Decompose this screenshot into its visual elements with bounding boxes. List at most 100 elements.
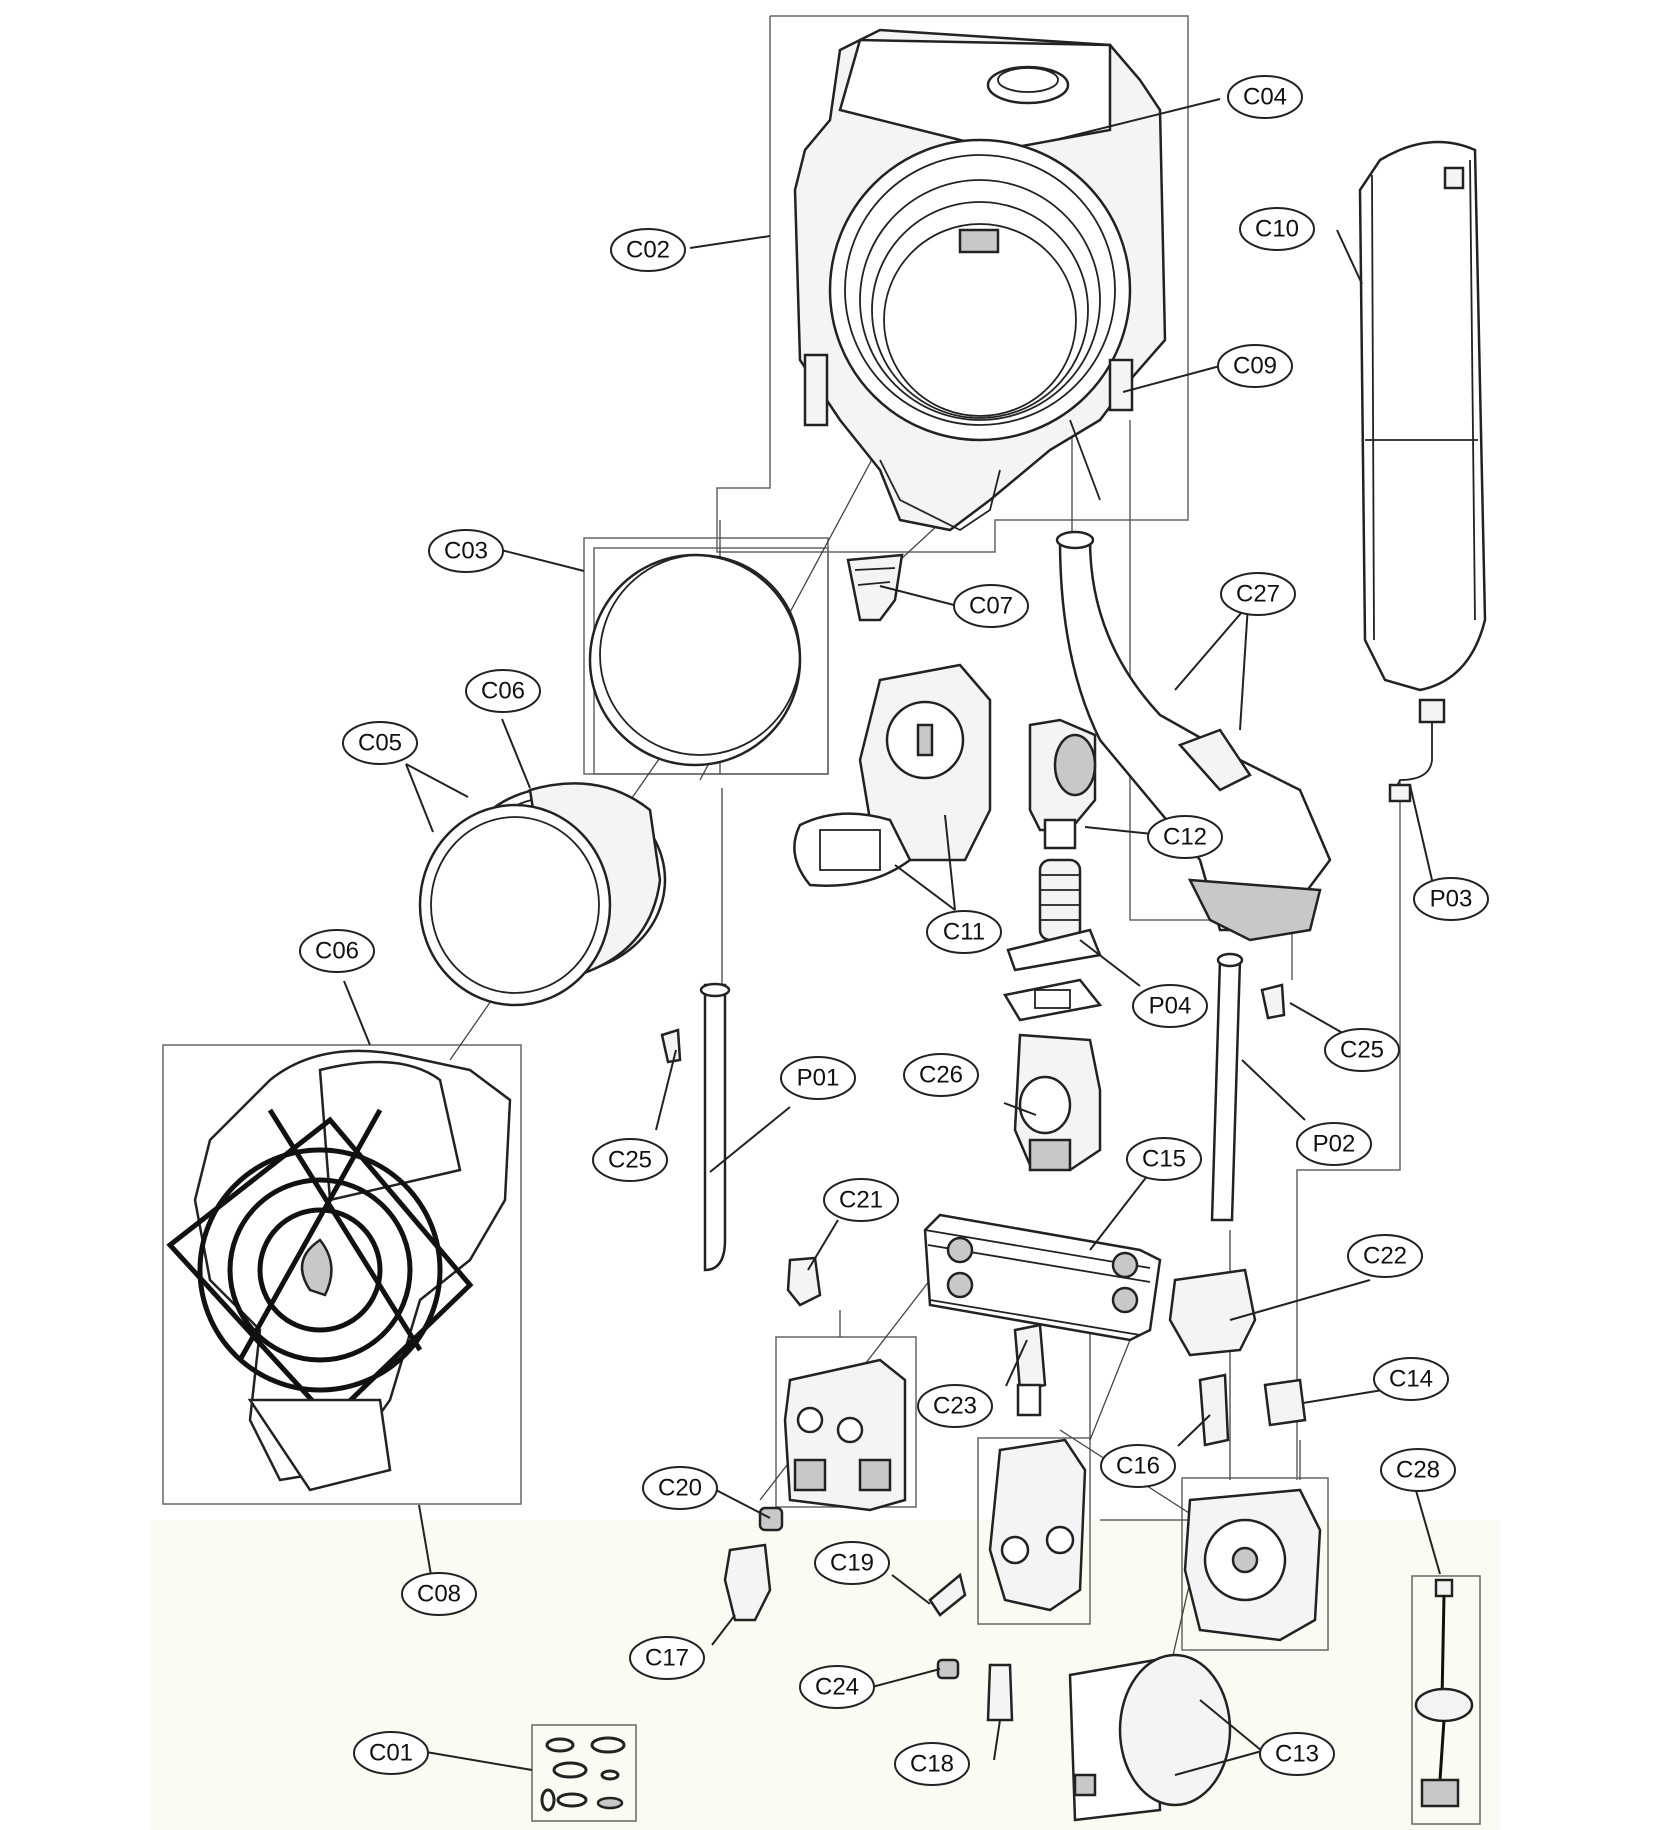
bellows-p04 bbox=[1003, 858, 1103, 1022]
label-c09: C09 bbox=[1217, 344, 1293, 388]
label-p04: P04 bbox=[1132, 984, 1208, 1028]
label-c23-text: C23 bbox=[933, 1393, 977, 1420]
cover-plate-c03 bbox=[588, 553, 802, 767]
label-p02-text: P02 bbox=[1313, 1131, 1356, 1158]
callout-labels: C04 C02 C10 C09 C03 C07 C27 C06 C05 C12 … bbox=[299, 75, 1489, 1786]
label-p03: P03 bbox=[1413, 877, 1489, 921]
part-c22 bbox=[1168, 1268, 1257, 1357]
fan-c11 bbox=[793, 663, 992, 887]
label-c15-text: C15 bbox=[1142, 1146, 1186, 1173]
label-c25-right-text: C25 bbox=[1340, 1037, 1384, 1064]
label-p03-text: P03 bbox=[1430, 886, 1473, 913]
right-hydraulic-block bbox=[1183, 1488, 1322, 1642]
venturi-c12 bbox=[1028, 718, 1097, 850]
c01-frame bbox=[531, 1724, 637, 1822]
label-c16: C16 bbox=[1100, 1444, 1176, 1488]
label-c18-text: C18 bbox=[910, 1751, 954, 1778]
label-c01-text: C01 bbox=[369, 1740, 413, 1767]
label-c22-text: C22 bbox=[1363, 1243, 1407, 1270]
label-c01: C01 bbox=[353, 1731, 429, 1775]
label-c03-text: C03 bbox=[444, 538, 488, 565]
label-c27-text: C27 bbox=[1236, 581, 1280, 608]
clip-c25-right bbox=[1260, 983, 1286, 1020]
label-c06-lower-text: C06 bbox=[315, 938, 359, 965]
label-c06-top: C06 bbox=[465, 669, 541, 713]
label-c17: C17 bbox=[629, 1636, 705, 1680]
label-p04-text: P04 bbox=[1149, 993, 1192, 1020]
middle-hydraulic-block bbox=[988, 1438, 1087, 1612]
label-p02: P02 bbox=[1296, 1122, 1372, 1166]
label-c07: C07 bbox=[953, 584, 1029, 628]
label-c10-text: C10 bbox=[1255, 216, 1299, 243]
label-c03: C03 bbox=[428, 529, 504, 573]
part-c16 bbox=[1198, 1373, 1230, 1447]
label-c06-top-text: C06 bbox=[481, 678, 525, 705]
label-c24-text: C24 bbox=[815, 1674, 859, 1701]
label-c25-left-text: C25 bbox=[608, 1147, 652, 1174]
part-c07 bbox=[846, 553, 904, 622]
parts-c19-c24-c18 bbox=[928, 1572, 1014, 1722]
pipe-p02 bbox=[1210, 952, 1244, 1222]
label-c06-lower: C06 bbox=[299, 929, 375, 973]
label-c10: C10 bbox=[1239, 207, 1315, 251]
label-c04-text: C04 bbox=[1243, 84, 1287, 111]
label-c09-text: C09 bbox=[1233, 353, 1277, 380]
label-c05: C05 bbox=[342, 721, 418, 765]
heat-exchanger-frame bbox=[716, 15, 1189, 553]
pipe-p03 bbox=[1388, 698, 1446, 803]
label-c04: C04 bbox=[1227, 75, 1303, 119]
label-c25-left: C25 bbox=[592, 1138, 668, 1182]
rings-c05-c06 bbox=[418, 782, 667, 1007]
label-c11: C11 bbox=[926, 910, 1002, 954]
label-c26: C26 bbox=[903, 1053, 979, 1097]
label-c07-text: C07 bbox=[969, 593, 1013, 620]
label-p01: P01 bbox=[780, 1056, 856, 1100]
label-c19: C19 bbox=[814, 1541, 890, 1585]
label-c14: C14 bbox=[1373, 1357, 1449, 1401]
label-p01-text: P01 bbox=[797, 1065, 840, 1092]
burner-c08 bbox=[166, 1049, 512, 1492]
label-c08: C08 bbox=[401, 1572, 477, 1616]
pipe-p01 bbox=[699, 982, 731, 1272]
clip-c25-left bbox=[660, 1028, 682, 1064]
flue-pipe-c27 bbox=[1055, 530, 1332, 942]
gas-valve-c26 bbox=[1013, 1033, 1102, 1172]
part-c23 bbox=[1013, 1323, 1047, 1417]
rod-c28 bbox=[1414, 1578, 1474, 1808]
c28-frame bbox=[1411, 1575, 1481, 1825]
label-c23: C23 bbox=[917, 1384, 993, 1428]
right-hydraulic-frame bbox=[1181, 1477, 1329, 1651]
label-c14-text: C14 bbox=[1389, 1366, 1433, 1393]
label-c02-text: C02 bbox=[626, 237, 670, 264]
label-c02: C02 bbox=[610, 228, 686, 272]
burner-frame bbox=[162, 1044, 522, 1505]
label-c15: C15 bbox=[1126, 1137, 1202, 1181]
label-c21: C21 bbox=[823, 1178, 899, 1222]
label-c12: C12 bbox=[1147, 815, 1223, 859]
label-c19-text: C19 bbox=[830, 1550, 874, 1577]
label-c22: C22 bbox=[1347, 1234, 1423, 1278]
left-hydraulic-block bbox=[783, 1358, 907, 1512]
heat-exchanger-c02 bbox=[793, 28, 1167, 532]
label-c05-text: C05 bbox=[358, 730, 402, 757]
label-c12-text: C12 bbox=[1163, 824, 1207, 851]
label-c13: C13 bbox=[1259, 1732, 1335, 1776]
leader-lines bbox=[343, 98, 1441, 1776]
seal-kit-c01 bbox=[540, 1736, 626, 1812]
part-c14 bbox=[1263, 1378, 1307, 1427]
label-c26-text: C26 bbox=[919, 1062, 963, 1089]
label-c20: C20 bbox=[642, 1466, 718, 1510]
part-c21 bbox=[786, 1256, 822, 1307]
label-c27: C27 bbox=[1220, 572, 1296, 616]
label-c11-text: C11 bbox=[943, 919, 985, 946]
label-c20-text: C20 bbox=[658, 1475, 702, 1502]
label-c16-text: C16 bbox=[1116, 1453, 1160, 1480]
p02-guide bbox=[1296, 780, 1401, 1480]
label-c13-text: C13 bbox=[1275, 1741, 1319, 1768]
middle-hydraulic-frame bbox=[977, 1437, 1091, 1625]
label-c08-text: C08 bbox=[417, 1581, 461, 1608]
label-c18: C18 bbox=[894, 1742, 970, 1786]
label-c28-text: C28 bbox=[1396, 1457, 1440, 1484]
label-c28: C28 bbox=[1380, 1448, 1456, 1492]
